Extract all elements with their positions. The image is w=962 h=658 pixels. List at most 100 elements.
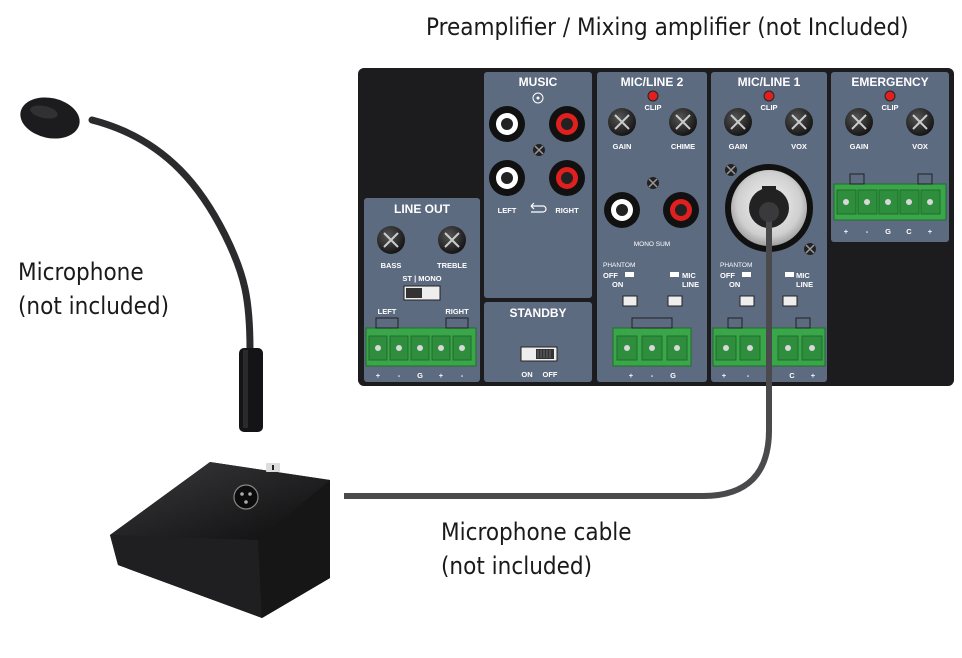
mic-line1-clip-label: CLIP [760, 103, 777, 112]
emergency-terminal-block[interactable] [833, 173, 947, 221]
mic-line2-mic-line-button[interactable] [667, 295, 683, 307]
svg-text:G: G [417, 371, 423, 380]
line-out-title: LINE OUT [394, 202, 451, 216]
mic-line1-mic-label: MIC [796, 271, 810, 280]
emergency-gain-knob[interactable] [845, 108, 873, 136]
mono-sum-rca-right[interactable] [663, 192, 699, 228]
emergency-vox-label: VOX [912, 142, 928, 151]
mic-line1-off-label: OFF [720, 271, 735, 280]
mic-line2-phantom-button[interactable] [622, 295, 638, 307]
mic-line2-title: MIC/LINE 2 [621, 75, 684, 89]
mic-line2-pin-labels: + - G [629, 371, 676, 380]
mic-line2-clip-label: CLIP [644, 103, 661, 112]
mic-line2-module: MIC/LINE 2 CLIP GAIN CHIME MONO SUM PHAN… [597, 72, 707, 382]
line-out-left-label: LEFT [378, 307, 397, 316]
svg-text:-: - [866, 227, 869, 236]
svg-text:G: G [670, 371, 676, 380]
mic-line2-gain-knob[interactable] [608, 108, 636, 136]
st-mono-switch[interactable] [403, 285, 441, 301]
loop-icon [530, 202, 547, 213]
mic-line1-vox-knob[interactable] [785, 108, 813, 136]
standby-off-label: OFF [543, 370, 558, 379]
mic-line1-gain-label: GAIN [729, 142, 748, 151]
music-module: MUSIC LEFT RIGHT [484, 72, 592, 298]
microphone-cable [344, 212, 772, 499]
emergency-gain-label: GAIN [850, 142, 869, 151]
svg-text:+: + [811, 371, 816, 380]
emergency-title: EMERGENCY [851, 75, 928, 89]
music-left-label: LEFT [498, 206, 517, 215]
mic-line2-on-label: ON [612, 280, 623, 289]
mic-line2-terminal-block[interactable] [612, 317, 692, 367]
music-rca-top-left[interactable] [489, 106, 525, 142]
music-rca-top-right[interactable] [549, 106, 585, 142]
mic-line2-phantom-label: PHANTOM [603, 262, 635, 269]
screw-icon [647, 177, 659, 189]
svg-text:-: - [747, 371, 750, 380]
gooseneck-microphone [20, 97, 263, 432]
standby-switch[interactable] [520, 346, 558, 362]
svg-text:-: - [461, 371, 464, 380]
emergency-pin-labels: + - G C + [844, 227, 933, 236]
mono-sum-rca-left[interactable] [604, 192, 640, 228]
standby-on-label: ON [521, 370, 532, 379]
bass-label: BASS [381, 261, 402, 270]
cable-caption-line1: Microphone cable [441, 518, 632, 546]
microphone-base [110, 462, 330, 618]
screw-icon [725, 164, 737, 176]
mic-line2-mic-label: MIC [682, 271, 696, 280]
standby-module: STANDBY ON OFF [484, 302, 592, 382]
treble-label: TREBLE [437, 261, 467, 270]
mic-line1-vox-label: VOX [791, 142, 807, 151]
svg-text:-: - [651, 371, 654, 380]
screw-icon [804, 243, 816, 255]
mic-line1-on-label: ON [729, 280, 740, 289]
microphone-caption-line1: Microphone [18, 258, 144, 286]
emergency-module: EMERGENCY CLIP GAIN VOX + - G C + [831, 72, 949, 242]
music-rca-bottom-right[interactable] [549, 160, 585, 196]
svg-text:C: C [906, 227, 912, 236]
svg-text:+: + [439, 371, 444, 380]
line-out-pin-labels: + - G + - [376, 371, 464, 380]
music-right-label: RIGHT [555, 206, 579, 215]
emergency-clip-label: CLIP [881, 103, 898, 112]
amplifier-caption: Preamplifier / Mixing amplifier (not Inc… [426, 13, 909, 41]
svg-text:+: + [844, 227, 849, 236]
mic-line1-clip-led [763, 90, 775, 102]
mic-line2-chime-label: CHIME [671, 142, 695, 151]
bass-knob[interactable] [377, 226, 405, 254]
mic-line1-title: MIC/LINE 1 [738, 75, 801, 89]
emergency-clip-led [884, 90, 896, 102]
mic-line2-chime-knob[interactable] [669, 108, 697, 136]
svg-text:G: G [885, 227, 891, 236]
mic-line1-phantom-label: PHANTOM [720, 262, 752, 269]
svg-text:+: + [722, 371, 727, 380]
xlr-socket-icon [233, 484, 259, 510]
mic-line1-gain-knob[interactable] [724, 108, 752, 136]
cable-caption-line2: (not included) [441, 552, 593, 580]
mic-line2-line-label: LINE [682, 280, 699, 289]
svg-text:C: C [789, 371, 795, 380]
mono-sum-label: MONO SUM [634, 241, 670, 248]
st-mono-label: ST | MONO [402, 274, 441, 283]
emergency-vox-knob[interactable] [906, 108, 934, 136]
music-rca-bottom-left[interactable] [489, 160, 525, 196]
line-out-terminal-block[interactable] [365, 317, 477, 367]
line-out-module: LINE OUT BASS TREBLE ST | MONO LEFT RIGH… [364, 198, 480, 382]
screw-icon [533, 144, 545, 156]
mic-line2-gain-label: GAIN [613, 142, 632, 151]
treble-knob[interactable] [438, 226, 466, 254]
microphone-caption-line2: (not included) [18, 292, 170, 320]
music-title: MUSIC [519, 75, 558, 89]
line-out-right-label: RIGHT [445, 307, 469, 316]
svg-text:+: + [376, 371, 381, 380]
svg-text:+: + [928, 227, 933, 236]
mic-line1-mic-line-button[interactable] [782, 295, 798, 307]
mic-line1-phantom-button[interactable] [739, 295, 755, 307]
mic-line2-off-label: OFF [603, 271, 618, 280]
mic-line1-line-label: LINE [796, 280, 813, 289]
svg-text:-: - [398, 371, 401, 380]
mic-line2-clip-led [647, 90, 659, 102]
standby-title: STANDBY [509, 306, 566, 320]
